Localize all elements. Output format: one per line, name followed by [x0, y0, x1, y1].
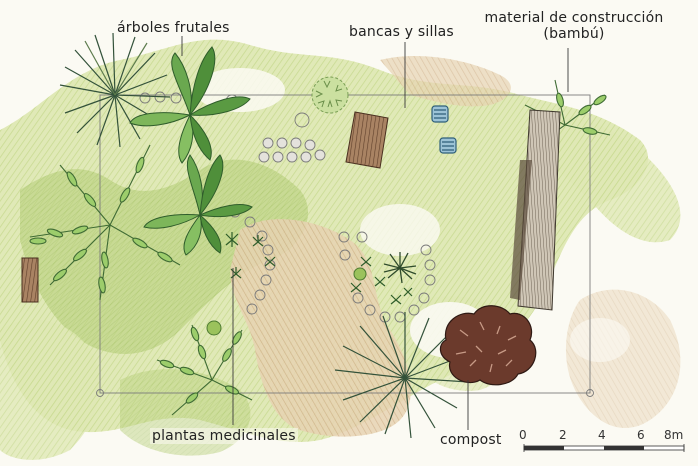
label-benches-chairs: bancas y sillas [347, 24, 456, 40]
herb-rosette [354, 268, 366, 280]
label-compost: compost [438, 432, 504, 448]
wooden-bench-icon [22, 258, 38, 302]
scale-tick-2: 2 [559, 428, 567, 442]
compost-pile-icon [440, 306, 535, 385]
label-building-material: material de construcción (bambú) [457, 10, 691, 42]
scale-tick-6: 6 [637, 428, 645, 442]
label-building-material-line1: material de construcción [459, 10, 689, 26]
scale-tick-0: 0 [519, 428, 527, 442]
scale-bar [524, 444, 684, 452]
label-fruit-trees: árboles frutales [115, 20, 232, 36]
scale-tick-4: 4 [598, 428, 606, 442]
label-medicinal-plants: plantas medicinales [150, 428, 298, 444]
herb-rosette [207, 321, 221, 335]
scale-tick-8m: 8m [664, 428, 683, 442]
shrub-cluster [312, 77, 348, 113]
label-building-material-line2: (bambú) [459, 26, 689, 42]
